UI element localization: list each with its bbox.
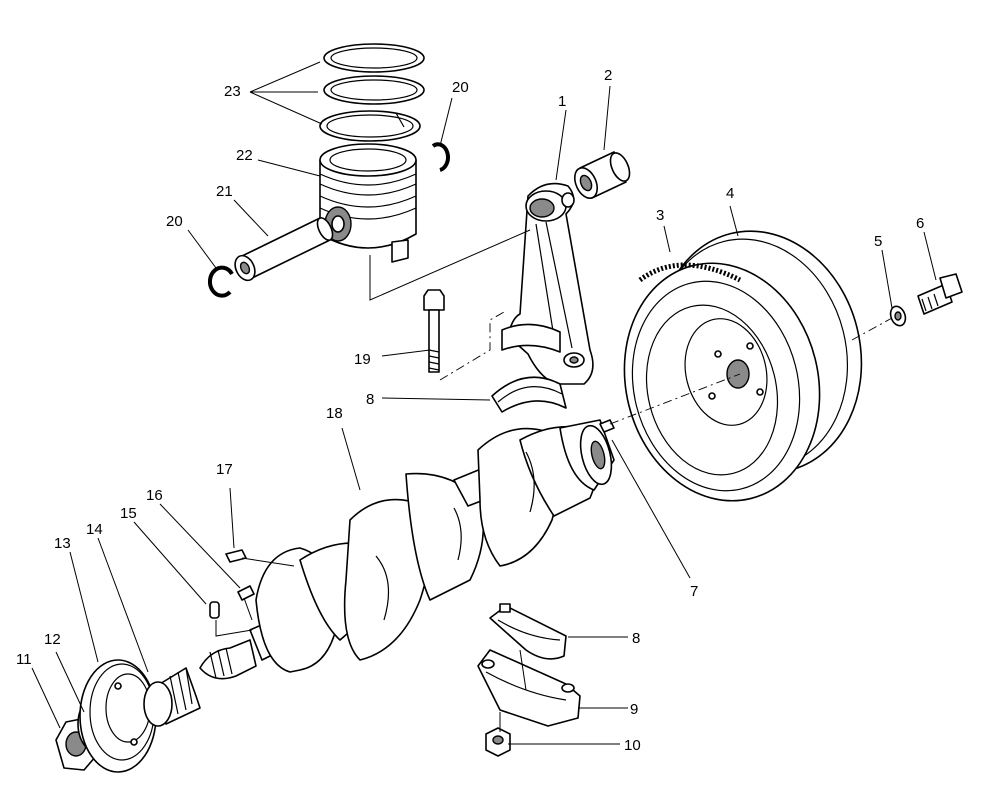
callout-5: 5 — [874, 233, 882, 250]
flywheel-bolt — [917, 273, 963, 315]
callout-19: 19 — [354, 351, 371, 368]
callout-13: 13 — [54, 535, 71, 552]
cap-nut — [485, 727, 511, 757]
main-bearing-cap — [477, 649, 581, 727]
key-16 — [237, 585, 255, 601]
callout-4: 4 — [726, 185, 734, 202]
callout-8-lower: 8 — [632, 630, 640, 647]
callout-20-left: 20 — [166, 213, 183, 230]
callout-3: 3 — [656, 207, 664, 224]
callout-20-right: 20 — [452, 79, 469, 96]
flywheel — [623, 230, 863, 502]
callout-23: 23 — [224, 83, 241, 100]
dowel-pin — [599, 419, 615, 433]
callout-1: 1 — [558, 93, 566, 110]
pin-17 — [225, 549, 247, 563]
callout-6: 6 — [916, 215, 924, 232]
con-rod-bolt — [423, 289, 445, 373]
piston-pin — [234, 217, 334, 282]
callout-11: 11 — [16, 651, 32, 668]
piston — [319, 143, 417, 263]
circlip-right — [431, 142, 450, 172]
callout-14: 14 — [86, 521, 103, 538]
leader-lines — [31, 61, 937, 745]
callout-22: 22 — [236, 147, 253, 164]
ring-gear-teeth — [638, 262, 742, 283]
lower-bearing-shell — [489, 603, 567, 660]
callout-21: 21 — [216, 183, 233, 200]
crankshaft — [199, 419, 615, 680]
callout-9: 9 — [630, 701, 638, 718]
callout-16: 16 — [146, 487, 163, 504]
callout-12: 12 — [44, 631, 61, 648]
callout-17: 17 — [216, 461, 233, 478]
small-end-bushing — [573, 151, 631, 199]
callout-15: 15 — [120, 505, 137, 522]
callout-2: 2 — [604, 67, 612, 84]
connecting-rod — [501, 182, 594, 385]
flywheel-washer — [889, 305, 907, 327]
callout-18: 18 — [326, 405, 343, 422]
circlip-left — [207, 265, 234, 298]
centerlines — [215, 229, 893, 732]
upper-bearing-shell — [491, 376, 567, 413]
crank-pulley — [79, 659, 157, 773]
callout-10: 10 — [624, 737, 641, 754]
timing-gear — [143, 667, 201, 727]
callout-7: 7 — [690, 583, 698, 600]
callout-8-upper: 8 — [366, 391, 374, 408]
piston-rings — [319, 43, 425, 142]
callout-labels: 1 2 3 4 5 6 7 8 8 9 10 11 12 13 14 15 16… — [16, 67, 924, 754]
key-15 — [209, 601, 220, 619]
